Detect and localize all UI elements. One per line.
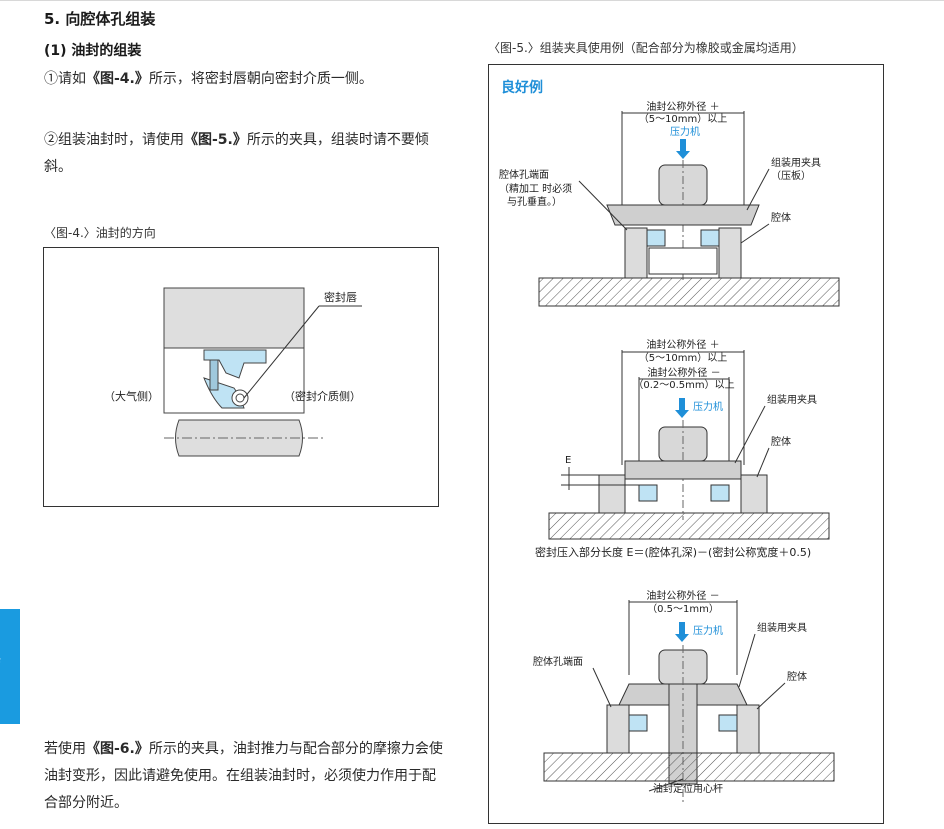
d3-seal-right (719, 715, 737, 731)
d1-jig-2: （压板） (771, 169, 811, 182)
d2-housing-right (741, 475, 767, 513)
d2-press-arrow-icon (675, 398, 689, 418)
para1-figure-ref: 《图-4.》 (86, 71, 149, 87)
d1-plate (607, 205, 759, 225)
d3-rod-label: 油封定位用心杆 (653, 782, 723, 795)
subsection-title: (1) 油封的组装 (44, 40, 141, 60)
section-title: 5. 向腔体孔组装 (44, 8, 155, 29)
fig5-diagram-3: 油封公称外径 － （0.5～1mm） 压力机 组装用夹具 腔体孔端面 腔体 油封… (533, 589, 834, 805)
d1-bore-face-1: 腔体孔端面 (499, 168, 549, 181)
para2-figure-ref: 《图-5.》 (184, 132, 247, 148)
d2-housing-label: 腔体 (771, 435, 791, 448)
side-index-tab: f (0, 609, 20, 724)
d3-housing-right (737, 705, 759, 753)
d3-housing-left (607, 705, 629, 753)
d1-jig-leader (747, 169, 769, 210)
d3-od-line1: 油封公称外径 － (646, 589, 719, 602)
fig4-label-medium: （密封介质侧） (284, 389, 361, 403)
d3-bore-face-label: 腔体孔端面 (533, 655, 583, 668)
d2-seal-right (711, 485, 729, 501)
d1-housing-leader (741, 224, 769, 243)
d1-bore-face-3: 与孔垂直。） (507, 195, 562, 208)
paragraph-2: ②组装油封时，请使用《图-5.》所示的夹具，组装时请不要倾斜。 (44, 127, 444, 181)
d1-housing-label: 腔体 (771, 211, 791, 224)
fig4-seal-insert (210, 360, 218, 390)
d2-id-line1: 油封公称外径 － (647, 366, 720, 379)
para1-post: 所示，将密封唇朝向密封介质一侧。 (149, 71, 373, 87)
para3-figure-ref: 《图-6.》 (86, 741, 149, 757)
d1-housing-left (625, 228, 647, 278)
d1-jig-1: 组装用夹具 (771, 156, 821, 169)
d3-press-label: 压力机 (693, 624, 723, 637)
d3-bore-face-leader (593, 668, 611, 707)
paragraph-3: 若使用《图-6.》所示的夹具，油封推力与配合部分的摩擦力会使油封变形，因此请避免… (44, 736, 444, 817)
d3-base (544, 753, 834, 781)
d3-od-line2: （0.5～1mm） (647, 603, 719, 615)
d3-press-arrow-icon (675, 622, 689, 642)
good-example-label: 良好例 (501, 77, 543, 97)
d2-press-label: 压力机 (693, 400, 723, 413)
fig5-drawing: 油封公称外径 ＋ （5～10mm）以上 压力机 腔体孔端面 （精加工 时必须 与… (489, 65, 885, 825)
para3-pre: 若使用 (44, 741, 86, 757)
d1-press-arrow-icon (676, 139, 690, 159)
d3-housing-label: 腔体 (787, 670, 807, 683)
d1-bore (649, 248, 717, 274)
d1-housing-right (719, 228, 741, 278)
fig4-spring (232, 390, 248, 406)
d1-press-label: 压力机 (670, 125, 700, 138)
d1-seal-left (647, 230, 665, 246)
d2-e-label: E (565, 455, 571, 466)
d2-od-line2: （5～10mm）以上 (639, 352, 728, 364)
fig4-frame: 密封唇 （大气侧） （密封介质侧） (43, 247, 439, 507)
top-rule (0, 0, 944, 1)
d2-jig-label: 组装用夹具 (767, 393, 817, 406)
d2-id-line2: （0.2～0.5mm）以上 (633, 379, 734, 391)
d1-od-line2: （5～10mm）以上 (639, 113, 728, 125)
para2-pre: ②组装油封时，请使用 (44, 132, 184, 148)
fig4-label-air: （大气侧） (104, 389, 159, 403)
d3-seal-left (629, 715, 647, 731)
fig5-caption: 〈图-5.〉组装夹具使用例（配合部分为橡胶或金属均适用） (488, 39, 804, 56)
fig4-drawing: 密封唇 （大气侧） （密封介质侧） (44, 248, 440, 508)
d1-base (539, 278, 839, 306)
d2-housing-left (599, 475, 625, 513)
d2-housing-leader (757, 448, 769, 477)
d2-od-line1: 油封公称外径 ＋ (646, 338, 719, 351)
fig5-diagram-2: 油封公称外径 ＋ （5～10mm）以上 油封公称外径 － （0.2～0.5mm）… (535, 338, 829, 559)
d1-bore-face-2: （精加工 时必须 (499, 182, 572, 195)
fig5-diagram-1: 油封公称外径 ＋ （5～10mm）以上 压力机 腔体孔端面 （精加工 时必须 与… (499, 100, 839, 306)
d3-jig-leader (739, 634, 755, 687)
fig4-caption: 〈图-4.〉油封的方向 (44, 224, 156, 241)
d3-jig-label: 组装用夹具 (757, 621, 807, 634)
d3-housing-leader (757, 683, 785, 709)
d2-jig-leader (735, 406, 765, 463)
paragraph-1: ①请如《图-4.》所示，将密封唇朝向密封介质一侧。 (44, 66, 444, 93)
d1-od-line1: 油封公称外径 ＋ (646, 100, 719, 113)
d1-seal-right (701, 230, 719, 246)
fig4-housing (164, 288, 304, 348)
fig4-label-lip: 密封唇 (324, 290, 357, 304)
d2-formula: 密封压入部分长度 E＝(腔体孔深)－(密封公称宽度＋0.5) (535, 545, 811, 559)
d2-base (549, 513, 829, 539)
para1-pre: ①请如 (44, 71, 86, 87)
d2-seal-left (639, 485, 657, 501)
fig5-frame: 良好例 油封公称外径 ＋ （5～10mm）以上 压力机 (488, 64, 884, 824)
d2-jig (625, 461, 741, 479)
